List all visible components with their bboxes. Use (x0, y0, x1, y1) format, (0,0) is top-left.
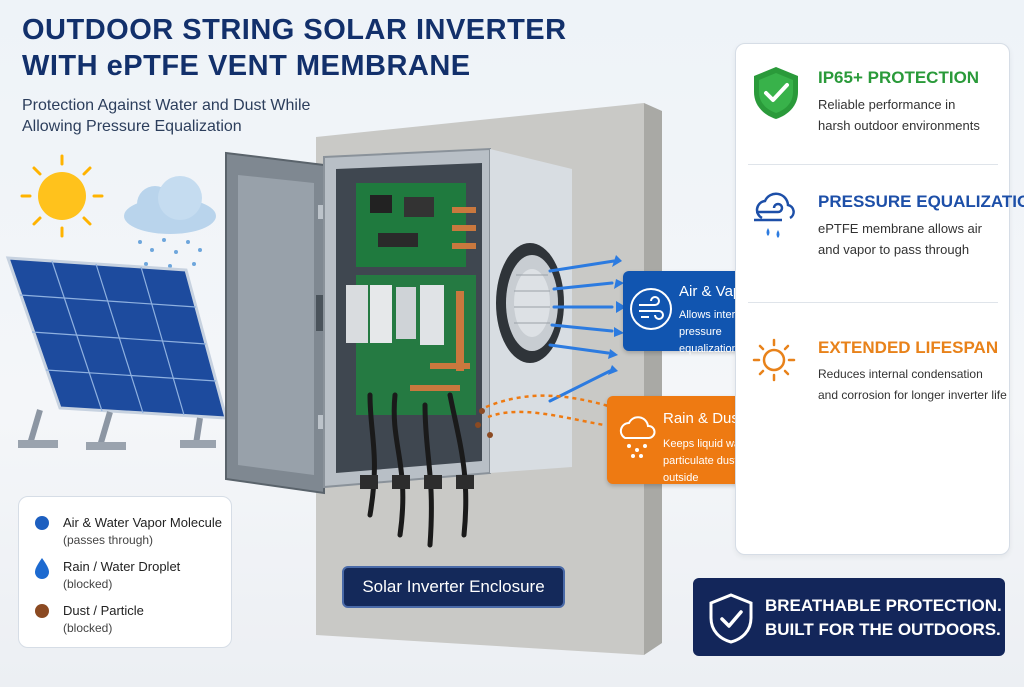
feature-ip65-desc: Reliable performance in harsh outdoor en… (818, 94, 1018, 136)
page-title: OUTDOOR STRING SOLAR INVERTER WITH ePTFE… (22, 12, 582, 84)
legend: Air & Water Vapor Molecule (passes throu… (18, 496, 232, 648)
feature-divider (748, 302, 998, 303)
subtitle-line-2: Allowing Pressure Equalization (22, 118, 242, 135)
title-line-2: WITH ePTFE VENT MEMBRANE (22, 50, 471, 82)
legend-dust-name: Dust / Particle (63, 603, 144, 618)
rain-cloud-illustration (124, 176, 216, 268)
wind-icon (630, 288, 672, 330)
molecule-dot-icon (35, 516, 49, 530)
outdoor-scene-illustration (5, 154, 228, 450)
legend-vapor-name: Air & Water Vapor Molecule (63, 515, 222, 530)
sun-icon (752, 338, 796, 382)
feature-ip65-desc-line-2: harsh outdoor environments (818, 118, 980, 133)
water-drop-icon (35, 558, 49, 579)
legend-vapor-state: (passes through) (63, 533, 154, 547)
cloud-wind-icon (754, 192, 795, 238)
feature-pressure-desc: ePTFE membrane allows air and vapor to p… (818, 218, 1018, 260)
feature-ip65-title: IP65+ PROTECTION (818, 68, 980, 87)
eptfe-vent-membrane (496, 243, 564, 363)
shield-check-icon (709, 593, 753, 644)
feature-pressure-desc-line-2: and vapor to pass through (818, 242, 970, 257)
rain-dust-desc-line-2: particulate dust outside (663, 455, 738, 484)
enclosure-label: Solar Inverter Enclosure (342, 566, 565, 608)
air-vapor-desc-line-2: equalization (679, 343, 738, 355)
legend-dust-state: (blocked) (63, 621, 113, 635)
shield-check-icon (754, 67, 798, 119)
subtitle-line-1: Protection Against Water and Dust While (22, 97, 311, 114)
breathable-protection-banner: BREATHABLE PROTECTION. BUILT FOR THE OUT… (693, 578, 1005, 656)
air-vapor-desc: Allows internal pressure equalization (679, 307, 791, 358)
rain-cloud-icon (619, 416, 656, 458)
solar-panel-illustration (5, 256, 228, 450)
banner-line-2: BUILT FOR THE OUTDOORS. (765, 620, 1001, 639)
banner-line-1: BREATHABLE PROTECTION. (765, 596, 1002, 615)
air-vapor-desc-line-1: Allows internal pressure (679, 309, 750, 338)
feature-ip65-desc-line-1: Reliable performance in (818, 97, 956, 112)
feature-lifespan-title: EXTENDED LIFESPAN (818, 338, 999, 357)
page-subtitle: Protection Against Water and Dust While … (22, 95, 422, 137)
feature-lifespan-desc-line-1: Reduces internal condensation (818, 367, 983, 381)
enclosure-door (225, 151, 325, 495)
features-panel: IP65+ PROTECTION Reliable performance in… (735, 43, 1024, 555)
legend-rain-state: (blocked) (63, 577, 113, 591)
dust-dot-icon (35, 604, 49, 618)
feature-pressure-desc-line-1: ePTFE membrane allows air (818, 221, 982, 236)
inverter-enclosure-illustration (225, 103, 662, 655)
sun-illustration (20, 154, 104, 238)
feature-lifespan-desc-line-2: and corrosion for longer inverter life (818, 388, 1007, 402)
feature-divider (748, 164, 998, 165)
blocked-particle-path (485, 394, 613, 427)
feature-pressure-title: PRESSURE EQUALIZATION (818, 192, 1024, 211)
legend-rain-name: Rain / Water Droplet (63, 559, 181, 574)
feature-lifespan-desc: Reduces internal condensation and corros… (818, 364, 1018, 406)
title-line-1: OUTDOOR STRING SOLAR INVERTER (22, 14, 567, 46)
